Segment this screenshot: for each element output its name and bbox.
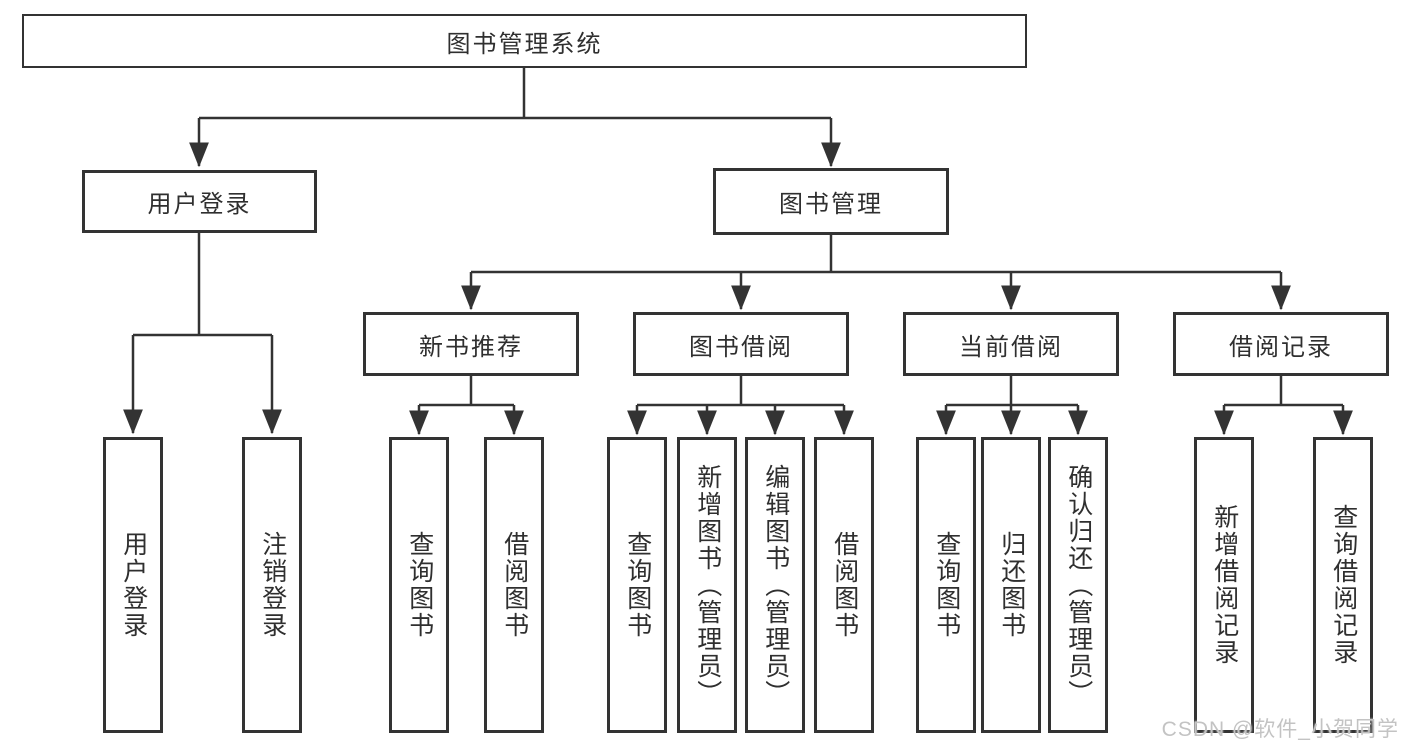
leaf-label: 归还图书 bbox=[997, 531, 1026, 639]
leaf-user-login: 用户登录 bbox=[103, 437, 163, 733]
connector-borrow-records-to-leaves bbox=[1214, 376, 1353, 436]
node-borrow-records: 借阅记录 bbox=[1173, 312, 1389, 376]
leaf-edit-book-admin: 编辑图书（管理员） bbox=[745, 437, 805, 733]
leaf-query-books-2: 查询图书 bbox=[607, 437, 667, 733]
node-library-management-system: 图书管理系统 bbox=[22, 14, 1027, 68]
node-current-borrow: 当前借阅 bbox=[903, 312, 1119, 376]
leaf-label: 借阅图书 bbox=[500, 531, 529, 639]
node-label: 图书管理系统 bbox=[446, 30, 603, 58]
leaf-logout: 注销登录 bbox=[242, 437, 302, 733]
leaf-label: 新增借阅记录 bbox=[1210, 504, 1239, 666]
leaf-label: 确认归还（管理员） bbox=[1064, 463, 1093, 707]
leaf-borrow-books-2: 借阅图书 bbox=[814, 437, 874, 733]
connector-root-to-level2 bbox=[189, 68, 841, 168]
leaf-add-book-admin: 新增图书（管理员） bbox=[677, 437, 737, 733]
leaf-query-borrow-record: 查询借阅记录 bbox=[1313, 437, 1373, 733]
leaf-label: 编辑图书（管理员） bbox=[761, 463, 790, 707]
connector-book-borrow-to-leaves bbox=[627, 376, 854, 436]
leaf-add-borrow-record: 新增借阅记录 bbox=[1194, 437, 1254, 733]
node-label: 图书借阅 bbox=[689, 333, 793, 361]
node-label: 借阅记录 bbox=[1229, 333, 1333, 361]
connector-new-book-to-leaves bbox=[409, 376, 524, 436]
leaf-label: 查询借阅记录 bbox=[1329, 504, 1358, 666]
leaf-query-books-3: 查询图书 bbox=[916, 437, 976, 733]
leaf-label: 借阅图书 bbox=[830, 531, 859, 639]
leaf-label: 注销登录 bbox=[258, 531, 287, 639]
leaf-confirm-return-admin: 确认归还（管理员） bbox=[1048, 437, 1108, 733]
leaf-label: 新增图书（管理员） bbox=[693, 463, 722, 707]
leaf-label: 查询图书 bbox=[623, 531, 652, 639]
node-label: 新书推荐 bbox=[419, 333, 523, 361]
node-new-book-recommend: 新书推荐 bbox=[363, 312, 579, 376]
node-label: 图书管理 bbox=[779, 191, 883, 218]
leaf-label: 查询图书 bbox=[932, 531, 961, 639]
leaf-query-books-1: 查询图书 bbox=[389, 437, 449, 733]
connector-book-mgmt-to-level3 bbox=[461, 235, 1291, 311]
node-user-login: 用户登录 bbox=[82, 170, 317, 233]
node-label: 当前借阅 bbox=[959, 333, 1063, 361]
csdn-watermark: CSDN @软件_小贺同学 bbox=[1161, 718, 1399, 741]
leaf-return-book: 归还图书 bbox=[981, 437, 1041, 733]
leaf-borrow-books-1: 借阅图书 bbox=[484, 437, 544, 733]
leaf-label: 用户登录 bbox=[119, 531, 148, 639]
node-label: 用户登录 bbox=[147, 191, 252, 218]
connector-current-borrow-to-leaves bbox=[936, 376, 1088, 436]
node-book-borrow: 图书借阅 bbox=[633, 312, 849, 376]
node-book-management: 图书管理 bbox=[713, 168, 949, 235]
leaf-label: 查询图书 bbox=[405, 531, 434, 639]
connector-user-login-to-leaves bbox=[123, 233, 282, 435]
